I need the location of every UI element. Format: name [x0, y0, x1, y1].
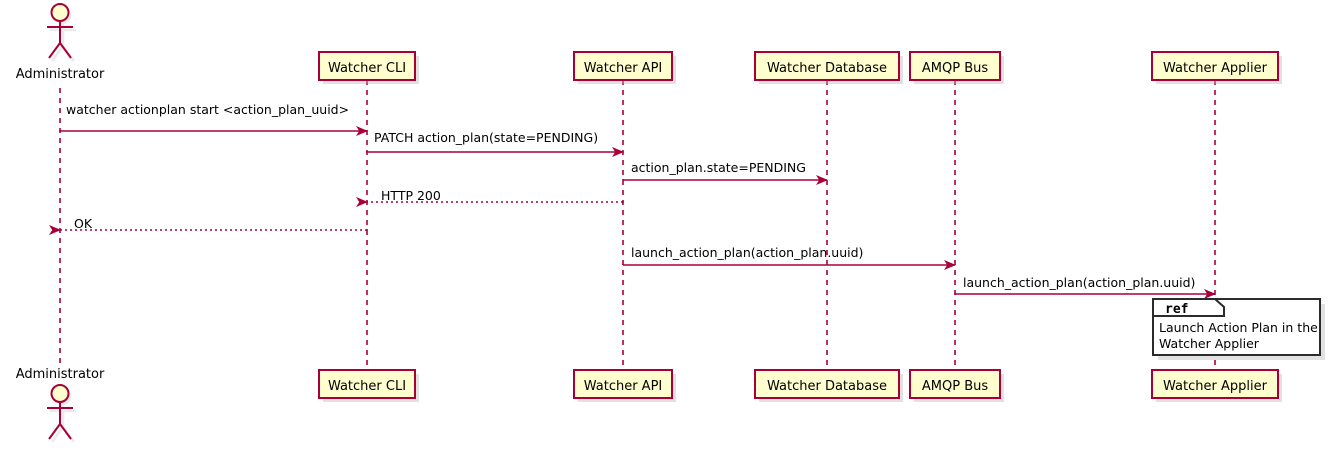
- participant-box[interactable]: [1151, 51, 1279, 81]
- message-label-6: launch_action_plan(action_plan.uuid): [631, 245, 863, 260]
- message-label-2: PATCH action_plan(state=PENDING): [374, 130, 598, 145]
- participants-top-group: Administrator Watcher CLI Watcher API Watch…: [16, 3, 1282, 84]
- ref-body-line-1: Watcher Applier: [1159, 336, 1260, 351]
- actor-label-administrator-top: Administrator: [16, 67, 105, 82]
- participant-label-watcher-cli: Watcher CLI: [328, 61, 406, 76]
- participant-watcher-database-bottom[interactable]: Watcher Database: [754, 369, 903, 402]
- participant-box[interactable]: [318, 369, 416, 399]
- message-label-1: watcher actionplan start <action_plan_uu…: [66, 102, 349, 117]
- participant-label-amqp-bus: AMQP Bus: [922, 379, 988, 394]
- message-5: OK: [49, 216, 368, 235]
- ref-body-line-0: Launch Action Plan in the: [1159, 320, 1318, 335]
- participant-amqp-bus-bottom[interactable]: AMQP Bus: [909, 369, 1004, 402]
- lifelines-group: [59, 80, 1216, 370]
- participant-box[interactable]: [1151, 369, 1279, 399]
- message-label-3: action_plan.state=PENDING: [631, 160, 806, 175]
- message-label-5: OK: [74, 216, 93, 231]
- participant-box[interactable]: [573, 369, 673, 399]
- participant-watcher-api-top[interactable]: Watcher API: [573, 51, 676, 84]
- participant-label-watcher-api: Watcher API: [584, 379, 663, 394]
- participant-box[interactable]: [909, 51, 1001, 81]
- participant-label-watcher-api: Watcher API: [584, 61, 663, 76]
- actor-figure-administrator-bottom: [47, 384, 76, 443]
- participant-label-amqp-bus: AMQP Bus: [922, 61, 988, 76]
- participant-box[interactable]: [754, 51, 900, 81]
- participant-box[interactable]: [318, 51, 416, 81]
- message-1: watcher actionplan start <action_plan_uu…: [59, 102, 368, 136]
- message-4: HTTP 200: [356, 188, 624, 207]
- participant-watcher-database-top[interactable]: Watcher Database: [754, 51, 903, 84]
- message-label-7: launch_action_plan(action_plan.uuid): [963, 275, 1195, 290]
- participant-box[interactable]: [754, 369, 900, 399]
- participant-label-watcher-cli: Watcher CLI: [328, 379, 406, 394]
- message-2: PATCH action_plan(state=PENDING): [366, 130, 624, 157]
- participant-watcher-cli-top[interactable]: Watcher CLI: [318, 51, 419, 84]
- actor-figure-administrator-top: [47, 3, 76, 62]
- message-3: action_plan.state=PENDING: [622, 160, 828, 185]
- actor-label-administrator-bottom: Administrator: [16, 367, 105, 382]
- message-7: launch_action_plan(action_plan.uuid): [954, 275, 1216, 299]
- participant-label-watcher-database: Watcher Database: [767, 379, 887, 394]
- message-6: launch_action_plan(action_plan.uuid): [622, 245, 956, 270]
- participant-watcher-api-bottom[interactable]: Watcher API: [573, 369, 676, 402]
- participant-box[interactable]: [573, 51, 673, 81]
- participant-watcher-applier-bottom[interactable]: Watcher Applier: [1151, 369, 1282, 402]
- participant-amqp-bus-top[interactable]: AMQP Bus: [909, 51, 1004, 84]
- participant-watcher-applier-top[interactable]: Watcher Applier: [1151, 51, 1282, 84]
- participant-box[interactable]: [909, 369, 1001, 399]
- ref-header-tab: [1152, 298, 1225, 317]
- participant-watcher-cli-bottom[interactable]: Watcher CLI: [318, 369, 419, 402]
- participant-label-watcher-applier: Watcher Applier: [1163, 379, 1268, 394]
- message-label-4: HTTP 200: [381, 188, 441, 203]
- messages-group: watcher actionplan start <action_plan_uu…: [49, 102, 1216, 299]
- ref-title-label: ref: [1165, 302, 1188, 317]
- participant-label-watcher-applier: Watcher Applier: [1163, 61, 1268, 76]
- participant-label-watcher-database: Watcher Database: [767, 61, 887, 76]
